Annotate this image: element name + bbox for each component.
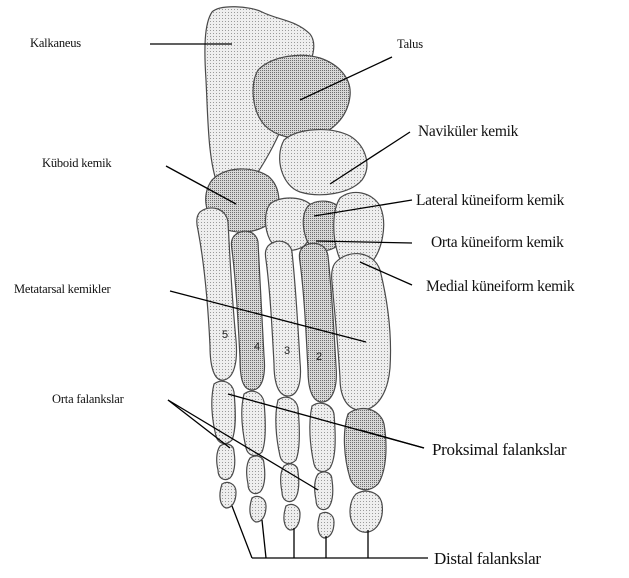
label-navikuler: Naviküler kemik [418,124,518,140]
label-orta-kuneiform: Orta küneiform kemik [431,235,564,251]
middle-phalanx-5 [217,444,235,480]
label-kuboid: Küboid kemik [42,157,111,170]
navicular-bone [280,130,367,195]
metatarsal-number-3: 3 [284,345,290,357]
label-proksimal-falankslar: Proksimal falankslar [432,441,566,458]
middle-phalanx-4 [247,456,265,494]
label-metatarsal: Metatarsal kemikler [14,283,111,296]
metatarsal-number-2: 2 [316,351,322,363]
metatarsal-1-bone [332,254,391,411]
proximal-phalanx-3 [276,397,299,463]
proximal-phalanx-1 [344,409,386,490]
distal-phalanx-2 [318,512,334,538]
metatarsal-4-bone [231,231,264,390]
metatarsal-5-bone [197,208,237,380]
label-medial-kuneiform: Medial küneiform kemik [426,279,574,295]
label-talus: Talus [397,38,423,51]
distal-phalanx-1 [350,491,382,532]
talus-bone [253,55,350,138]
leader-distal-1 [232,506,252,558]
metatarsal-number-4: 4 [254,341,260,353]
proximal-phalanx-5 [212,381,235,443]
bones [197,7,391,538]
label-distal-falankslar: Distal falankslar [434,550,541,567]
label-lateral-kuneiform: Lateral küneiform kemik [416,193,564,209]
metatarsal-number-5: 5 [222,329,228,341]
distal-phalanx-3 [284,504,300,530]
distal-phalanx-5 [220,482,236,508]
middle-phalanx-2 [315,472,333,510]
label-kalkaneus: Kalkaneus [30,37,81,50]
distal-phalanx-4 [250,496,266,522]
proximal-phalanx-2 [310,403,335,471]
leader-distal-2 [262,520,266,558]
label-orta-falankslar: Orta falankslar [52,393,124,406]
metatarsal-3-bone [265,241,300,396]
metatarsal-2-bone [299,243,336,402]
